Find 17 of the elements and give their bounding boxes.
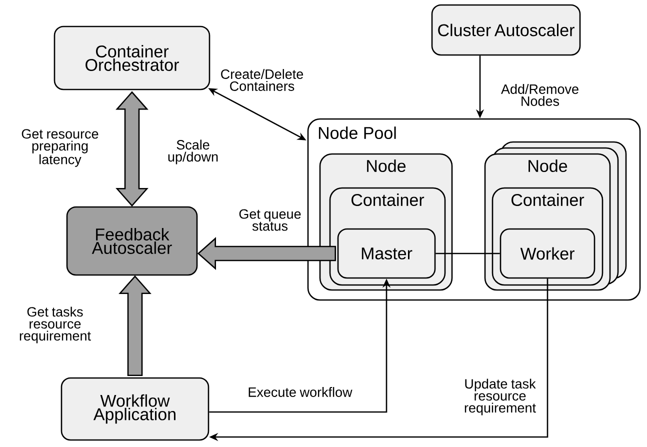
- process-box: Feedback Autoscaler: [66, 206, 198, 276]
- block-arrow: [116, 91, 148, 207]
- edge-label: Add/Remove Nodes: [501, 84, 578, 106]
- edge-label: Get tasks resource requirement: [20, 306, 91, 344]
- annotation-label: Get resource preparing latency: [22, 129, 98, 167]
- edge-label: Update task resource requirement: [464, 378, 536, 416]
- process-box: Worker: [500, 228, 596, 279]
- edge-label: Execute workflow: [248, 387, 352, 397]
- edge-label: Create/Delete Containers: [221, 69, 304, 91]
- process-box: Cluster Autoscaler: [431, 4, 581, 56]
- edge-label: Get queue status: [239, 209, 301, 231]
- process-box: Container Orchestrator: [54, 26, 210, 90]
- process-box: Workflow Application: [60, 377, 210, 441]
- block-arrow: [118, 275, 152, 376]
- block-arrow: [197, 237, 336, 270]
- edge-label: Scale up/down: [168, 140, 218, 164]
- process-box: Master: [337, 228, 436, 279]
